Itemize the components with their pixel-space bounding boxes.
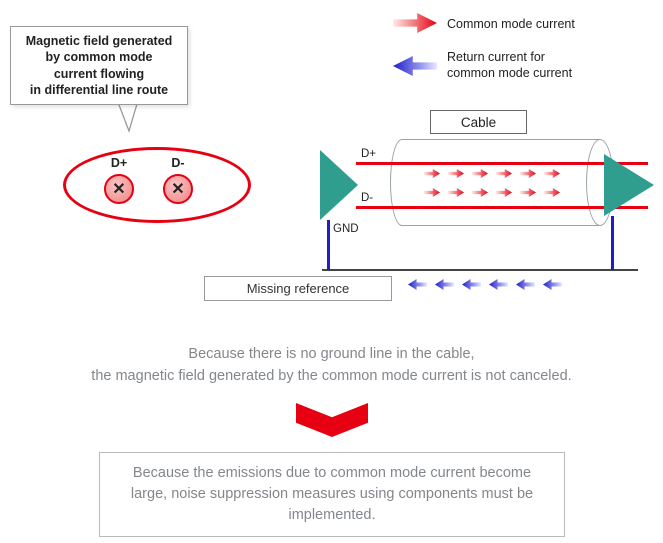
common-mode-arrows-bottom: [424, 188, 560, 197]
cable-dplus-label: D+: [361, 148, 377, 160]
ground-wire-right: [611, 216, 614, 270]
legend-return-label: Return current for common mode current: [447, 50, 573, 81]
common-mode-arrow-icon: [544, 169, 560, 178]
common-mode-arrow-icon: [472, 188, 488, 197]
missing-reference-box: Missing reference: [204, 276, 392, 301]
magnetic-field-callout: Magnetic field generated by common mode …: [10, 26, 188, 105]
common-mode-arrows-top: [424, 169, 560, 178]
return-arrow-icon: [516, 279, 535, 290]
cable-title-box: Cable: [430, 110, 527, 134]
conclusion-box: Because the emissions due to common mode…: [99, 452, 565, 538]
cable-cylinder: [390, 139, 600, 226]
common-mode-arrow-icon: [520, 188, 536, 197]
common-mode-arrow-icon: [496, 169, 512, 178]
common-mode-arrow-icon: [496, 188, 512, 197]
return-arrow-icon: [543, 279, 562, 290]
return-current-arrows: [408, 279, 562, 290]
cable-gnd-label: GND: [333, 223, 359, 235]
loop-dplus-label: D+: [110, 156, 128, 170]
explanation-line1: Because there is no ground line in the c…: [188, 346, 475, 362]
common-mode-arrow-icon: [472, 169, 488, 178]
driver-triangle-left: [320, 150, 358, 220]
loop-dminus-label: D-: [171, 156, 185, 170]
return-arrow-icon: [489, 279, 508, 290]
common-mode-arrow-icon: [448, 188, 464, 197]
legend-common-mode-label: Common mode current: [447, 17, 575, 31]
return-arrow-icon: [435, 279, 454, 290]
explanation-line2: the magnetic field generated by the comm…: [91, 368, 572, 384]
dminus-line: [356, 206, 648, 209]
return-arrow-icon: [462, 279, 481, 290]
magnetic-field-loop-ellipse: [63, 147, 251, 223]
dplus-current-into-page-icon: ✕: [104, 174, 134, 204]
common-mode-arrow-icon: [424, 169, 440, 178]
down-arrow-icon: [296, 403, 368, 437]
common-mode-arrow-icon: [520, 169, 536, 178]
legend-return-arrow-icon: [393, 56, 437, 76]
common-mode-arrow-icon: [424, 188, 440, 197]
ground-reference-line: [322, 269, 638, 271]
dminus-current-into-page-icon: ✕: [163, 174, 193, 204]
ground-wire-left: [327, 220, 330, 270]
return-arrow-icon: [408, 279, 427, 290]
cable-dminus-label: D-: [361, 192, 374, 204]
common-mode-arrow-icon: [544, 188, 560, 197]
dplus-line: [356, 162, 648, 165]
common-mode-arrow-icon: [448, 169, 464, 178]
legend-common-mode-arrow-icon: [393, 13, 437, 33]
